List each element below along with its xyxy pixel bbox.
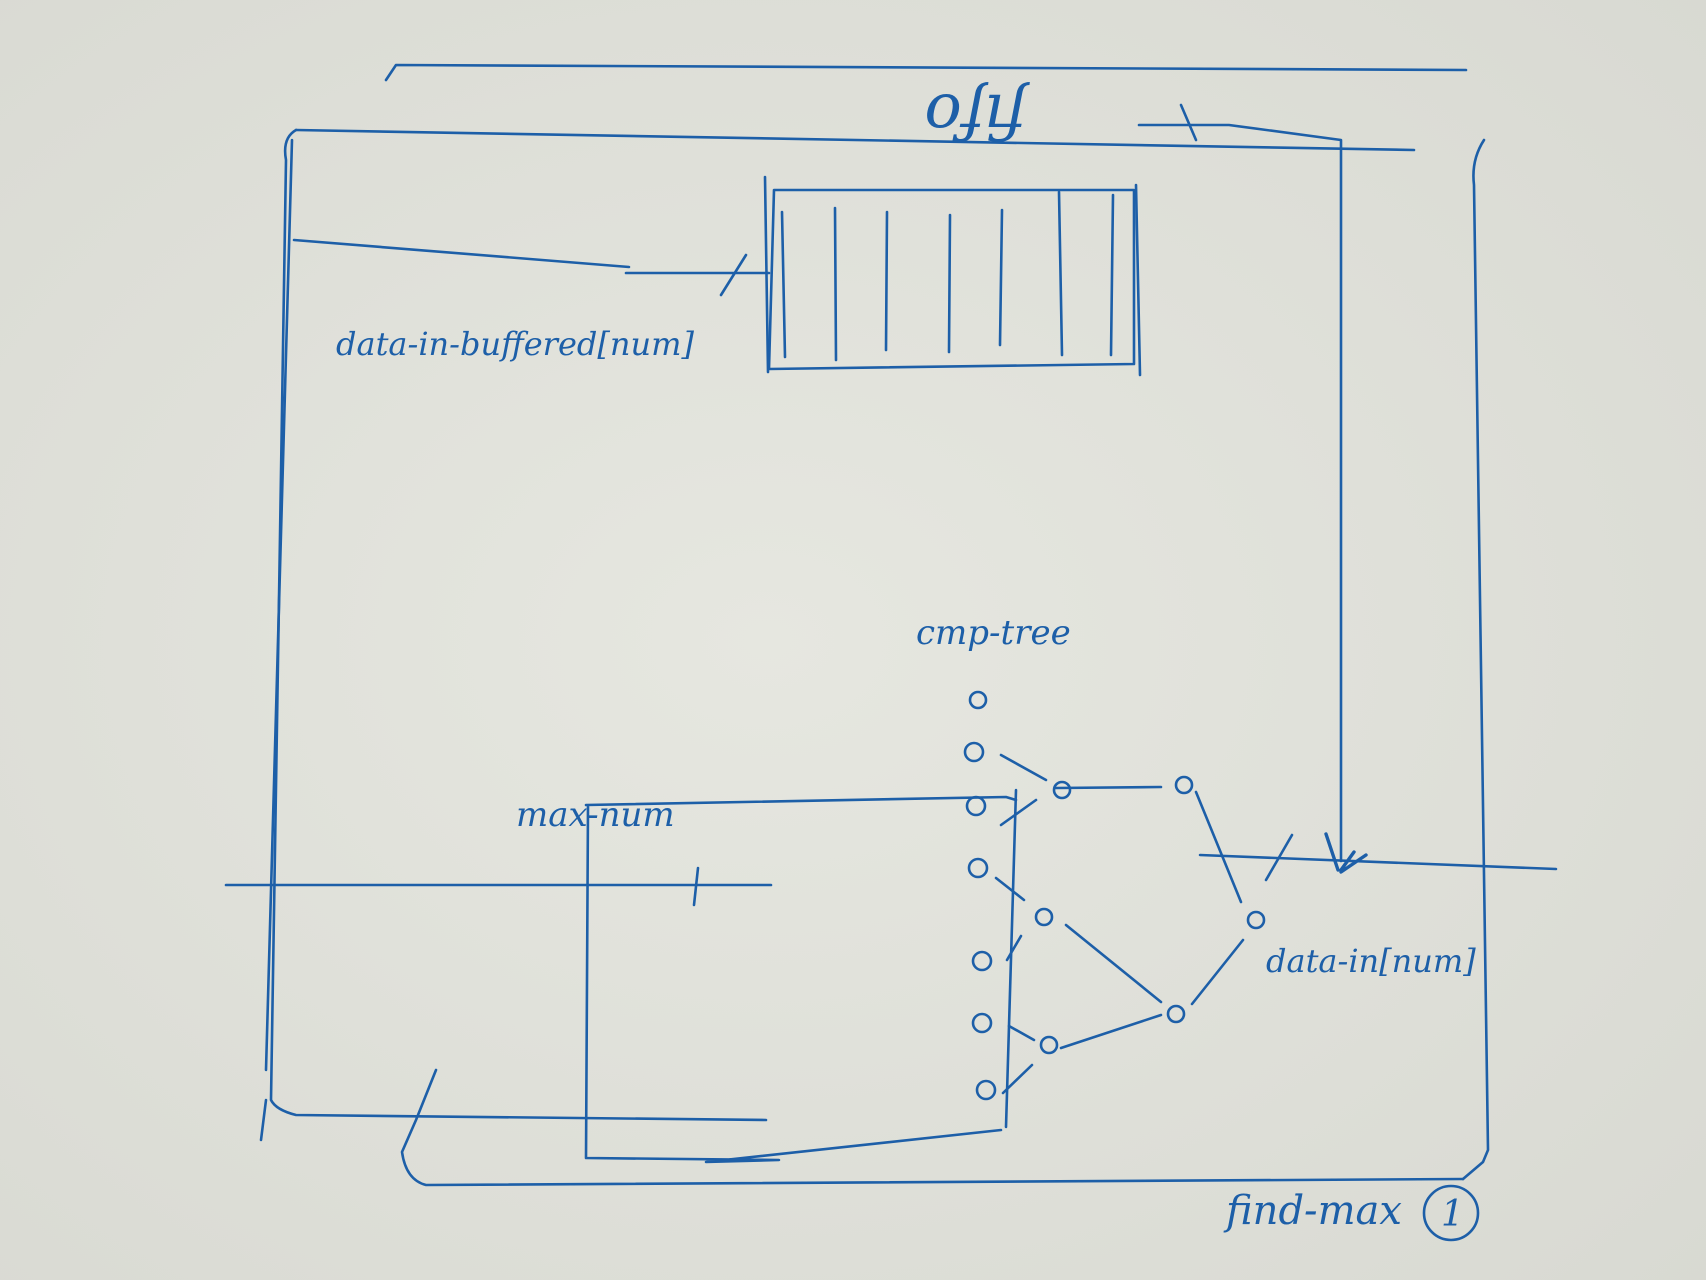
tree-leaf-node (975, 1079, 997, 1101)
tree-edge (1005, 934, 1023, 962)
tree-edge (1001, 1063, 1034, 1095)
tree-edge (1194, 790, 1243, 904)
fifo-box-tab-right (763, 175, 770, 374)
tree-leaf-node (971, 950, 993, 972)
tree-edge (999, 798, 1038, 827)
cmp-tree-level-1 (994, 753, 1072, 1095)
fifo-slot-line (884, 210, 889, 352)
tree-leaf-node (971, 1012, 993, 1034)
fifo-slot-line (833, 206, 838, 362)
fifo-slots (780, 190, 1115, 362)
cmp-tree-leaves (963, 690, 997, 1101)
find-max-label: find-max (1223, 1188, 1402, 1234)
rotated-drawing: fifo cmp-tree (224, 63, 1558, 1242)
fifo-box (767, 188, 1136, 371)
tree-node (1039, 1035, 1059, 1055)
data-in-label: data-in[num] (1266, 942, 1476, 980)
find-max-right-edge (269, 128, 768, 1122)
cmp-tree-root (1190, 790, 1266, 1006)
cmp-tree-box-left (1004, 788, 1018, 1129)
tree-leaf-node (968, 690, 988, 710)
cmp-tree-box (584, 795, 1018, 1164)
tree-edge (1054, 785, 1163, 790)
cmp-tree-level-2 (1054, 775, 1194, 1050)
fifo-out-bus-slash (719, 253, 748, 297)
tree-edge (1007, 1024, 1036, 1042)
tree-root-node (1246, 910, 1266, 930)
fifo-out-wire (292, 238, 771, 275)
fifo-label: fifo (924, 80, 1030, 153)
tree-leaf-node (963, 741, 985, 763)
fifo-slot-line (1109, 193, 1115, 357)
tree-edge (999, 753, 1048, 782)
fifo-slot-line (998, 208, 1004, 347)
tree-node (1174, 775, 1194, 795)
tree-edge (1059, 1013, 1163, 1050)
find-max-left-bottom-edge (400, 1068, 1465, 1187)
max-num-label: max-num (516, 795, 675, 835)
tree-edge (1064, 923, 1163, 1004)
page-number: 1 (1441, 1194, 1464, 1235)
tree-leaf-node (965, 795, 987, 817)
tree-node (1034, 907, 1054, 927)
fifo-box-tab-left (1134, 183, 1142, 377)
tree-node (1166, 1004, 1186, 1024)
data-in-wire (1198, 853, 1558, 871)
tree-edge (1190, 938, 1245, 1006)
data-in-to-fifo-wire (1137, 123, 1343, 863)
data-in-arrowhead (1324, 832, 1368, 874)
data-in-to-fifo-slash (1179, 103, 1198, 142)
page-number-circle (1422, 1184, 1480, 1242)
find-max-module-box (294, 128, 1490, 1181)
data-in-buffered-label: data-in-buffered[num] (336, 325, 694, 363)
tree-leaf-node (967, 857, 989, 879)
fifo-slot-line (780, 210, 787, 359)
tree-node (1052, 780, 1072, 800)
max-num-bus-slash (692, 866, 700, 907)
fifo-slot-line (1057, 190, 1064, 357)
find-max-inner-edge (259, 63, 1468, 1142)
fifo-slot-line (947, 213, 952, 354)
cmp-tree-label: cmp-tree (916, 613, 1071, 653)
data-in-bus-slash (1264, 833, 1294, 882)
tree-edge (994, 876, 1026, 902)
